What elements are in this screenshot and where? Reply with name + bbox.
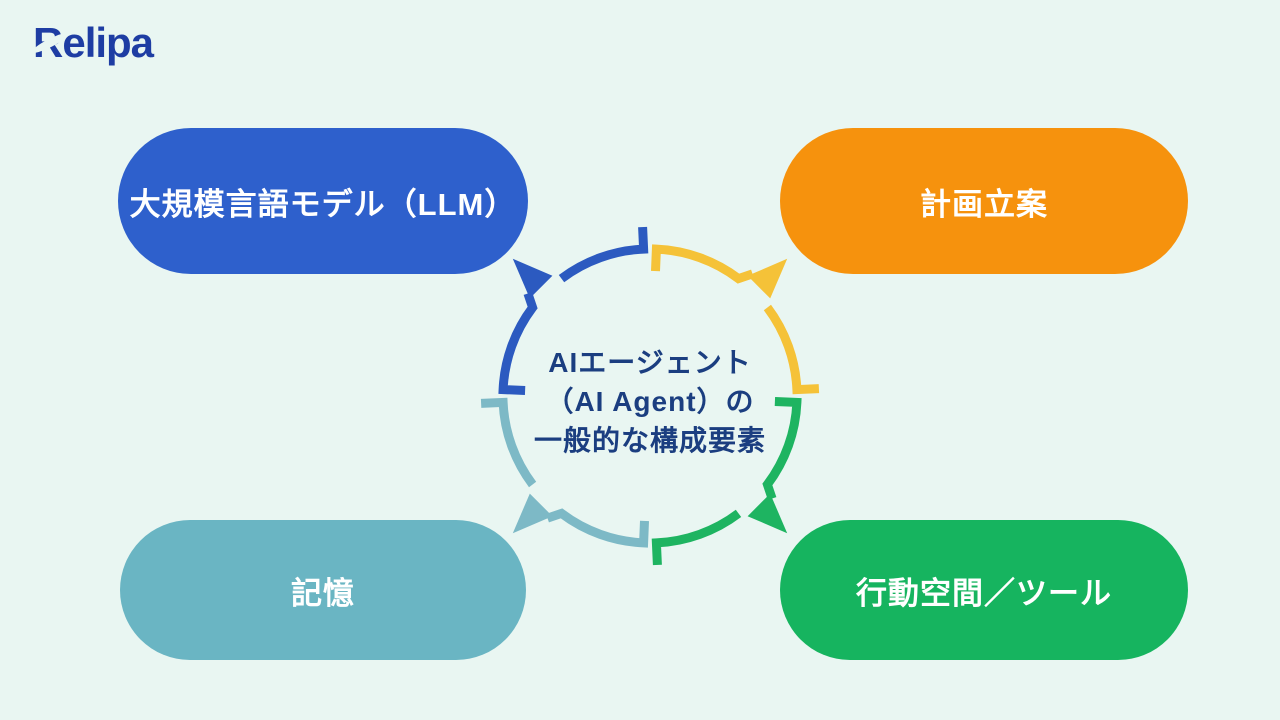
node-llm-label: 大規模言語モデル（LLM）	[129, 186, 517, 222]
node-planning-label: 計画立案	[920, 186, 1048, 222]
node-memory-label: 記憶	[291, 575, 355, 611]
node-llm: 大規模言語モデル（LLM）	[118, 128, 528, 274]
center-title: AIエージェント （AI Agent）の 一般的な構成要素	[440, 343, 860, 460]
center-title-line2: （AI Agent）の	[545, 386, 755, 417]
node-memory: 記憶	[120, 520, 526, 660]
node-tools-label: 行動空間／ツール	[856, 575, 1112, 611]
node-tools: 行動空間／ツール	[780, 520, 1188, 660]
center-title-line3: 一般的な構成要素	[533, 425, 766, 456]
node-planning: 計画立案	[780, 128, 1188, 274]
center-title-line1: AIエージェント	[548, 347, 752, 378]
